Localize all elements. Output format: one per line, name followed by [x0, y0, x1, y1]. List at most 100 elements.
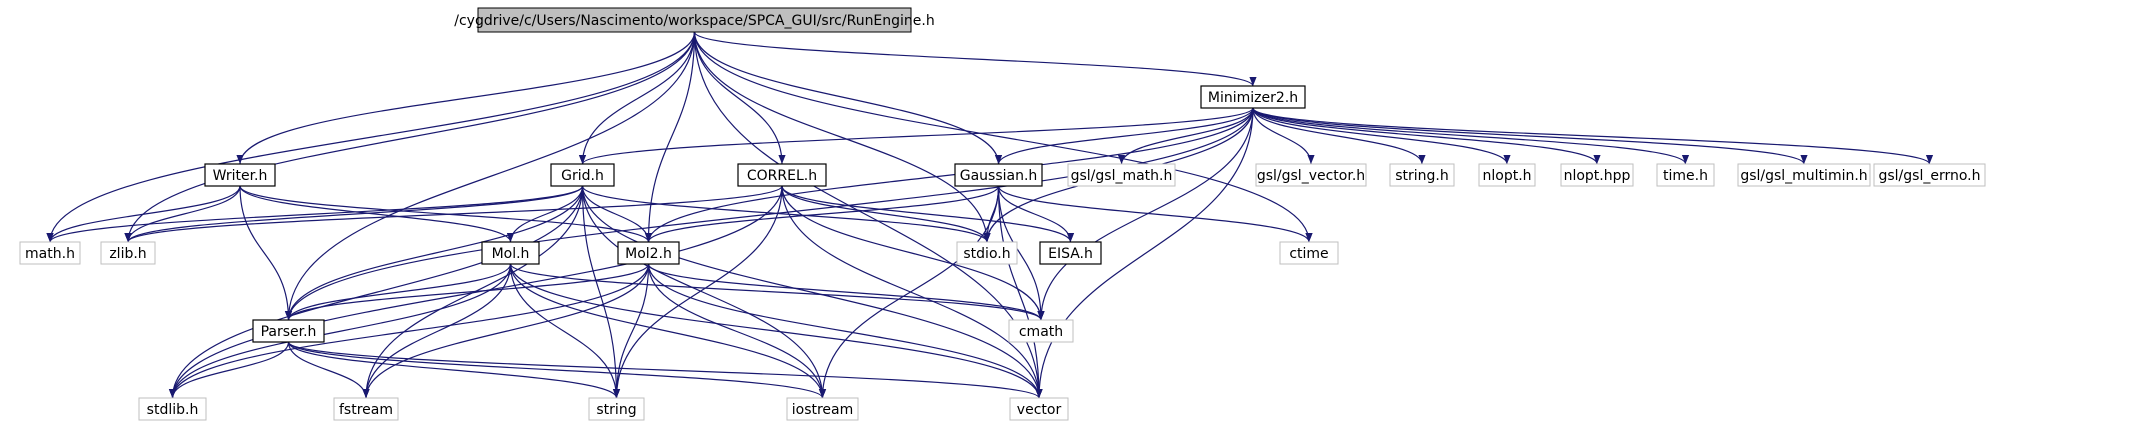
edge-minimizer2-to-gsl_errno	[1252, 107, 1933, 165]
edge-writer-to-parser	[239, 185, 293, 321]
edge-root-to-minimizer2	[693, 31, 1257, 87]
node-nlopt_hpp-box	[1560, 163, 1634, 187]
edge-mol-to-fstream	[362, 263, 512, 399]
node-layer: /cygdrive/c/Users/Nascimento/workspace/S…	[19, 7, 1986, 421]
edge-gaussian-to-ctime	[997, 185, 1313, 243]
node-parser[interactable]: Parser.h	[252, 319, 325, 343]
node-fstream-box	[333, 397, 399, 421]
node-string_h-label: string.h	[1395, 168, 1449, 184]
node-writer[interactable]: Writer.h	[204, 163, 276, 187]
node-iostream-box	[786, 397, 859, 421]
edge-mol2-to-vector	[647, 263, 1043, 399]
node-vector-box	[1009, 397, 1069, 421]
edge-mol-to-string	[509, 263, 621, 399]
node-gsl_errno-box	[1873, 163, 1986, 187]
edge-mol-to-parser	[284, 263, 512, 321]
node-string_h: string.h	[1389, 163, 1455, 187]
edge-parser-to-vector	[287, 341, 1043, 399]
edge-root-to-gaussian	[693, 31, 1003, 165]
node-correl[interactable]: CORREL.h	[737, 163, 827, 187]
node-grid-label: Grid.h	[561, 168, 604, 184]
node-correl-label: CORREL.h	[747, 168, 817, 184]
edge-root-to-parser	[284, 31, 696, 321]
node-stdio_h: stdio.h	[956, 241, 1018, 265]
edge-root-to-math_h	[46, 31, 696, 243]
node-string-box	[588, 397, 645, 421]
node-gsl_vector: gsl/gsl_vector.h	[1255, 163, 1367, 187]
node-cmath-label: cmath	[1019, 324, 1063, 340]
node-mol[interactable]: Mol.h	[481, 241, 540, 265]
edge-grid-to-parser	[284, 185, 584, 321]
node-zlib_h: zlib.h	[100, 241, 156, 265]
edge-grid-to-mol2	[581, 185, 653, 243]
node-vector: vector	[1009, 397, 1069, 421]
node-gsl_errno-label: gsl/gsl_errno.h	[1878, 168, 1980, 184]
node-gsl_multimin: gsl/gsl_multimin.h	[1737, 163, 1871, 187]
node-math_h: math.h	[19, 241, 81, 265]
node-zlib_h-label: zlib.h	[109, 246, 146, 262]
node-fstream: fstream	[333, 397, 399, 421]
node-gsl_vector-box	[1255, 163, 1367, 187]
node-string: string	[588, 397, 645, 421]
node-gsl_math-box	[1067, 163, 1176, 187]
edge-root-to-writer	[236, 31, 696, 165]
node-time_h-box	[1656, 163, 1715, 187]
edge-mol-to-vector	[509, 263, 1043, 399]
edge-root-to-zlib_h	[124, 31, 696, 243]
node-mol2[interactable]: Mol2.h	[617, 241, 680, 265]
edge-mol2-to-fstream	[362, 263, 650, 399]
edge-mol2-to-stdlib_h	[168, 263, 650, 399]
node-eisa-label: EISA.h	[1048, 246, 1093, 262]
node-ctime: ctime	[1279, 241, 1339, 265]
edge-grid-to-math_h	[46, 185, 584, 243]
node-root-box	[477, 7, 912, 33]
node-ctime-box	[1279, 241, 1339, 265]
node-parser-label: Parser.h	[261, 324, 317, 340]
edge-minimizer2-to-gsl_math	[1117, 107, 1254, 165]
node-gsl_math-label: gsl/gsl_math.h	[1071, 168, 1173, 184]
edge-mol2-to-cmath	[647, 263, 1045, 321]
edge-mol-to-cmath	[509, 263, 1045, 321]
node-nlopt_h: nlopt.h	[1478, 163, 1536, 187]
edge-minimizer2-to-cmath	[1037, 107, 1254, 321]
node-string_h-box	[1389, 163, 1455, 187]
node-nlopt_h-box	[1478, 163, 1536, 187]
edge-grid-to-stdio_h	[581, 185, 991, 243]
node-iostream-label: iostream	[792, 402, 854, 418]
node-stdlib_h-box	[138, 397, 207, 421]
edge-minimizer2-to-parser	[284, 107, 1254, 321]
edge-minimizer2-to-gsl_multimin	[1252, 107, 1808, 165]
node-mol-box	[481, 241, 540, 265]
node-minimizer2-box	[1200, 85, 1306, 109]
node-nlopt_hpp-label: nlopt.hpp	[1564, 168, 1631, 184]
node-correl-box	[737, 163, 827, 187]
edge-gaussian-to-eisa	[997, 185, 1075, 243]
edge-grid-to-stdlib_h	[168, 185, 584, 399]
edge-grid-to-string	[581, 185, 621, 399]
node-grid[interactable]: Grid.h	[550, 163, 615, 187]
edge-minimizer2-to-grid	[579, 107, 1254, 165]
node-string-label: string	[596, 402, 636, 418]
edge-mol-to-stdlib_h	[168, 263, 512, 399]
node-iostream: iostream	[786, 397, 859, 421]
node-time_h: time.h	[1656, 163, 1715, 187]
edge-gaussian-to-cmath	[997, 185, 1045, 321]
node-stdio_h-label: stdio.h	[963, 246, 1010, 262]
edge-mol2-to-iostream	[647, 263, 827, 399]
node-writer-box	[204, 163, 276, 187]
edge-grid-to-iostream	[581, 185, 827, 399]
edge-parser-to-fstream	[287, 341, 370, 399]
node-math_h-label: math.h	[25, 246, 75, 262]
node-gaussian-box	[954, 163, 1043, 187]
node-minimizer2[interactable]: Minimizer2.h	[1200, 85, 1306, 109]
edge-minimizer2-to-nlopt_h	[1252, 107, 1511, 165]
node-eisa[interactable]: EISA.h	[1039, 241, 1102, 265]
node-minimizer2-label: Minimizer2.h	[1208, 90, 1298, 106]
node-root[interactable]: /cygdrive/c/Users/Nascimento/workspace/S…	[454, 7, 935, 33]
node-gaussian[interactable]: Gaussian.h	[954, 163, 1043, 187]
edge-minimizer2-to-mol2	[644, 107, 1254, 243]
edge-parser-to-iostream	[287, 341, 826, 399]
node-mol2-label: Mol2.h	[625, 246, 672, 262]
edge-parser-to-stdlib_h	[168, 341, 290, 399]
